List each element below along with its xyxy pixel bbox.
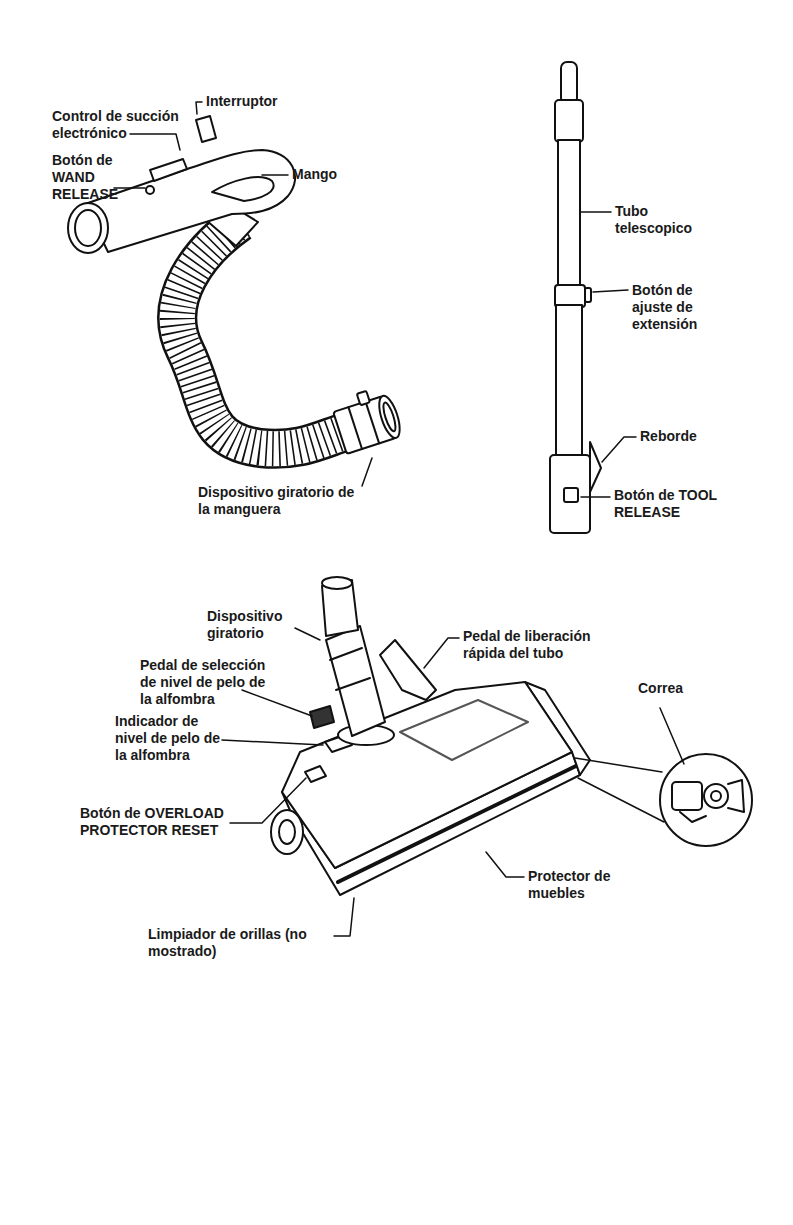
belt-inset: [575, 754, 752, 846]
leader-line: [130, 134, 180, 150]
hose-swivel: [330, 384, 404, 454]
leader-line: [114, 187, 145, 189]
leader-line: [362, 458, 372, 486]
power-nozzle: [330, 648, 362, 660]
handle: [75, 210, 101, 246]
part-label: Pedal de selección de nivel de pelo de l…: [140, 657, 280, 708]
power-nozzle: [271, 810, 303, 854]
leader-line: [593, 290, 628, 292]
hose-swivel: [366, 402, 380, 444]
power-nozzle: [326, 626, 385, 736]
handle: [212, 177, 274, 201]
belt-inset: [711, 791, 721, 801]
power-nozzle: [310, 706, 334, 728]
belt-inset: [672, 782, 702, 810]
power-nozzle: [271, 577, 590, 895]
leader-line: [242, 690, 312, 716]
power-nozzle: [380, 640, 436, 700]
hose: [177, 222, 345, 449]
handle: [68, 203, 108, 253]
belt-inset: [680, 812, 706, 822]
handle: [146, 186, 154, 194]
part-label: Correa: [638, 680, 718, 697]
power-nozzle: [305, 766, 326, 782]
leader-line: [424, 638, 459, 668]
handle: [150, 159, 187, 181]
leader-line: [602, 437, 636, 462]
part-label: Indicador de nivel de pelo de la alfombr…: [115, 713, 225, 764]
part-label: Protector de muebles: [528, 868, 628, 902]
belt-inset: [575, 758, 662, 772]
belt-inset: [704, 784, 728, 808]
part-label: Botón de OVERLOAD PROTECTOR RESET: [80, 805, 240, 839]
leader-line: [222, 740, 323, 745]
leader-line: [581, 211, 611, 213]
part-label: Botón de TOOL RELEASE: [614, 487, 726, 521]
belt-inset: [660, 754, 752, 846]
belt-inset: [728, 780, 744, 812]
leader-line: [334, 898, 354, 936]
leader-line: [230, 778, 306, 823]
power-nozzle: [279, 820, 295, 844]
leader-line: [660, 708, 684, 764]
part-label: Botón de ajuste de extensión: [632, 282, 720, 333]
hose: [177, 222, 345, 449]
handle: [196, 116, 216, 142]
leader-line: [295, 628, 320, 640]
part-label: Tubo telescopico: [615, 203, 705, 237]
telescopic-wand: [550, 62, 601, 533]
power-nozzle: [336, 678, 370, 690]
hose: [177, 222, 345, 449]
telescopic-wand: [550, 455, 590, 533]
power-nozzle: [322, 577, 352, 589]
telescopic-wand: [585, 288, 591, 302]
telescopic-wand: [561, 62, 577, 104]
power-nozzle: [282, 682, 572, 868]
part-label: Reborde: [640, 428, 730, 445]
hose: [177, 222, 345, 449]
belt-inset: [578, 778, 664, 822]
hose-swivel: [348, 407, 362, 449]
part-label: Botón de WAND RELEASE: [52, 152, 134, 203]
part-label: Mango: [292, 166, 382, 183]
leader-line: [581, 496, 610, 498]
part-label: Limpiador de orillas (no mostrado): [148, 926, 308, 960]
leader-line: [196, 102, 202, 114]
leader-line: [262, 174, 288, 176]
part-label: Pedal de liberación rápida del tubo: [463, 628, 613, 662]
telescopic-wand: [564, 488, 578, 502]
power-nozzle: [400, 700, 528, 760]
telescopic-wand: [555, 285, 585, 307]
hose-swivel: [375, 394, 404, 441]
part-label: Dispositivo giratorio: [207, 608, 302, 642]
part-label: Dispositivo giratorio de la manguera: [198, 484, 363, 518]
part-label: Interruptor: [206, 93, 326, 110]
leader-line: [486, 852, 524, 877]
hose-swivel: [381, 401, 398, 432]
hose-swivel: [357, 391, 370, 406]
part-label: Control de succión electrónico: [52, 108, 192, 142]
telescopic-wand: [555, 100, 583, 142]
telescopic-wand: [558, 140, 580, 288]
telescopic-wand: [556, 305, 582, 457]
telescopic-wand: [590, 442, 601, 492]
